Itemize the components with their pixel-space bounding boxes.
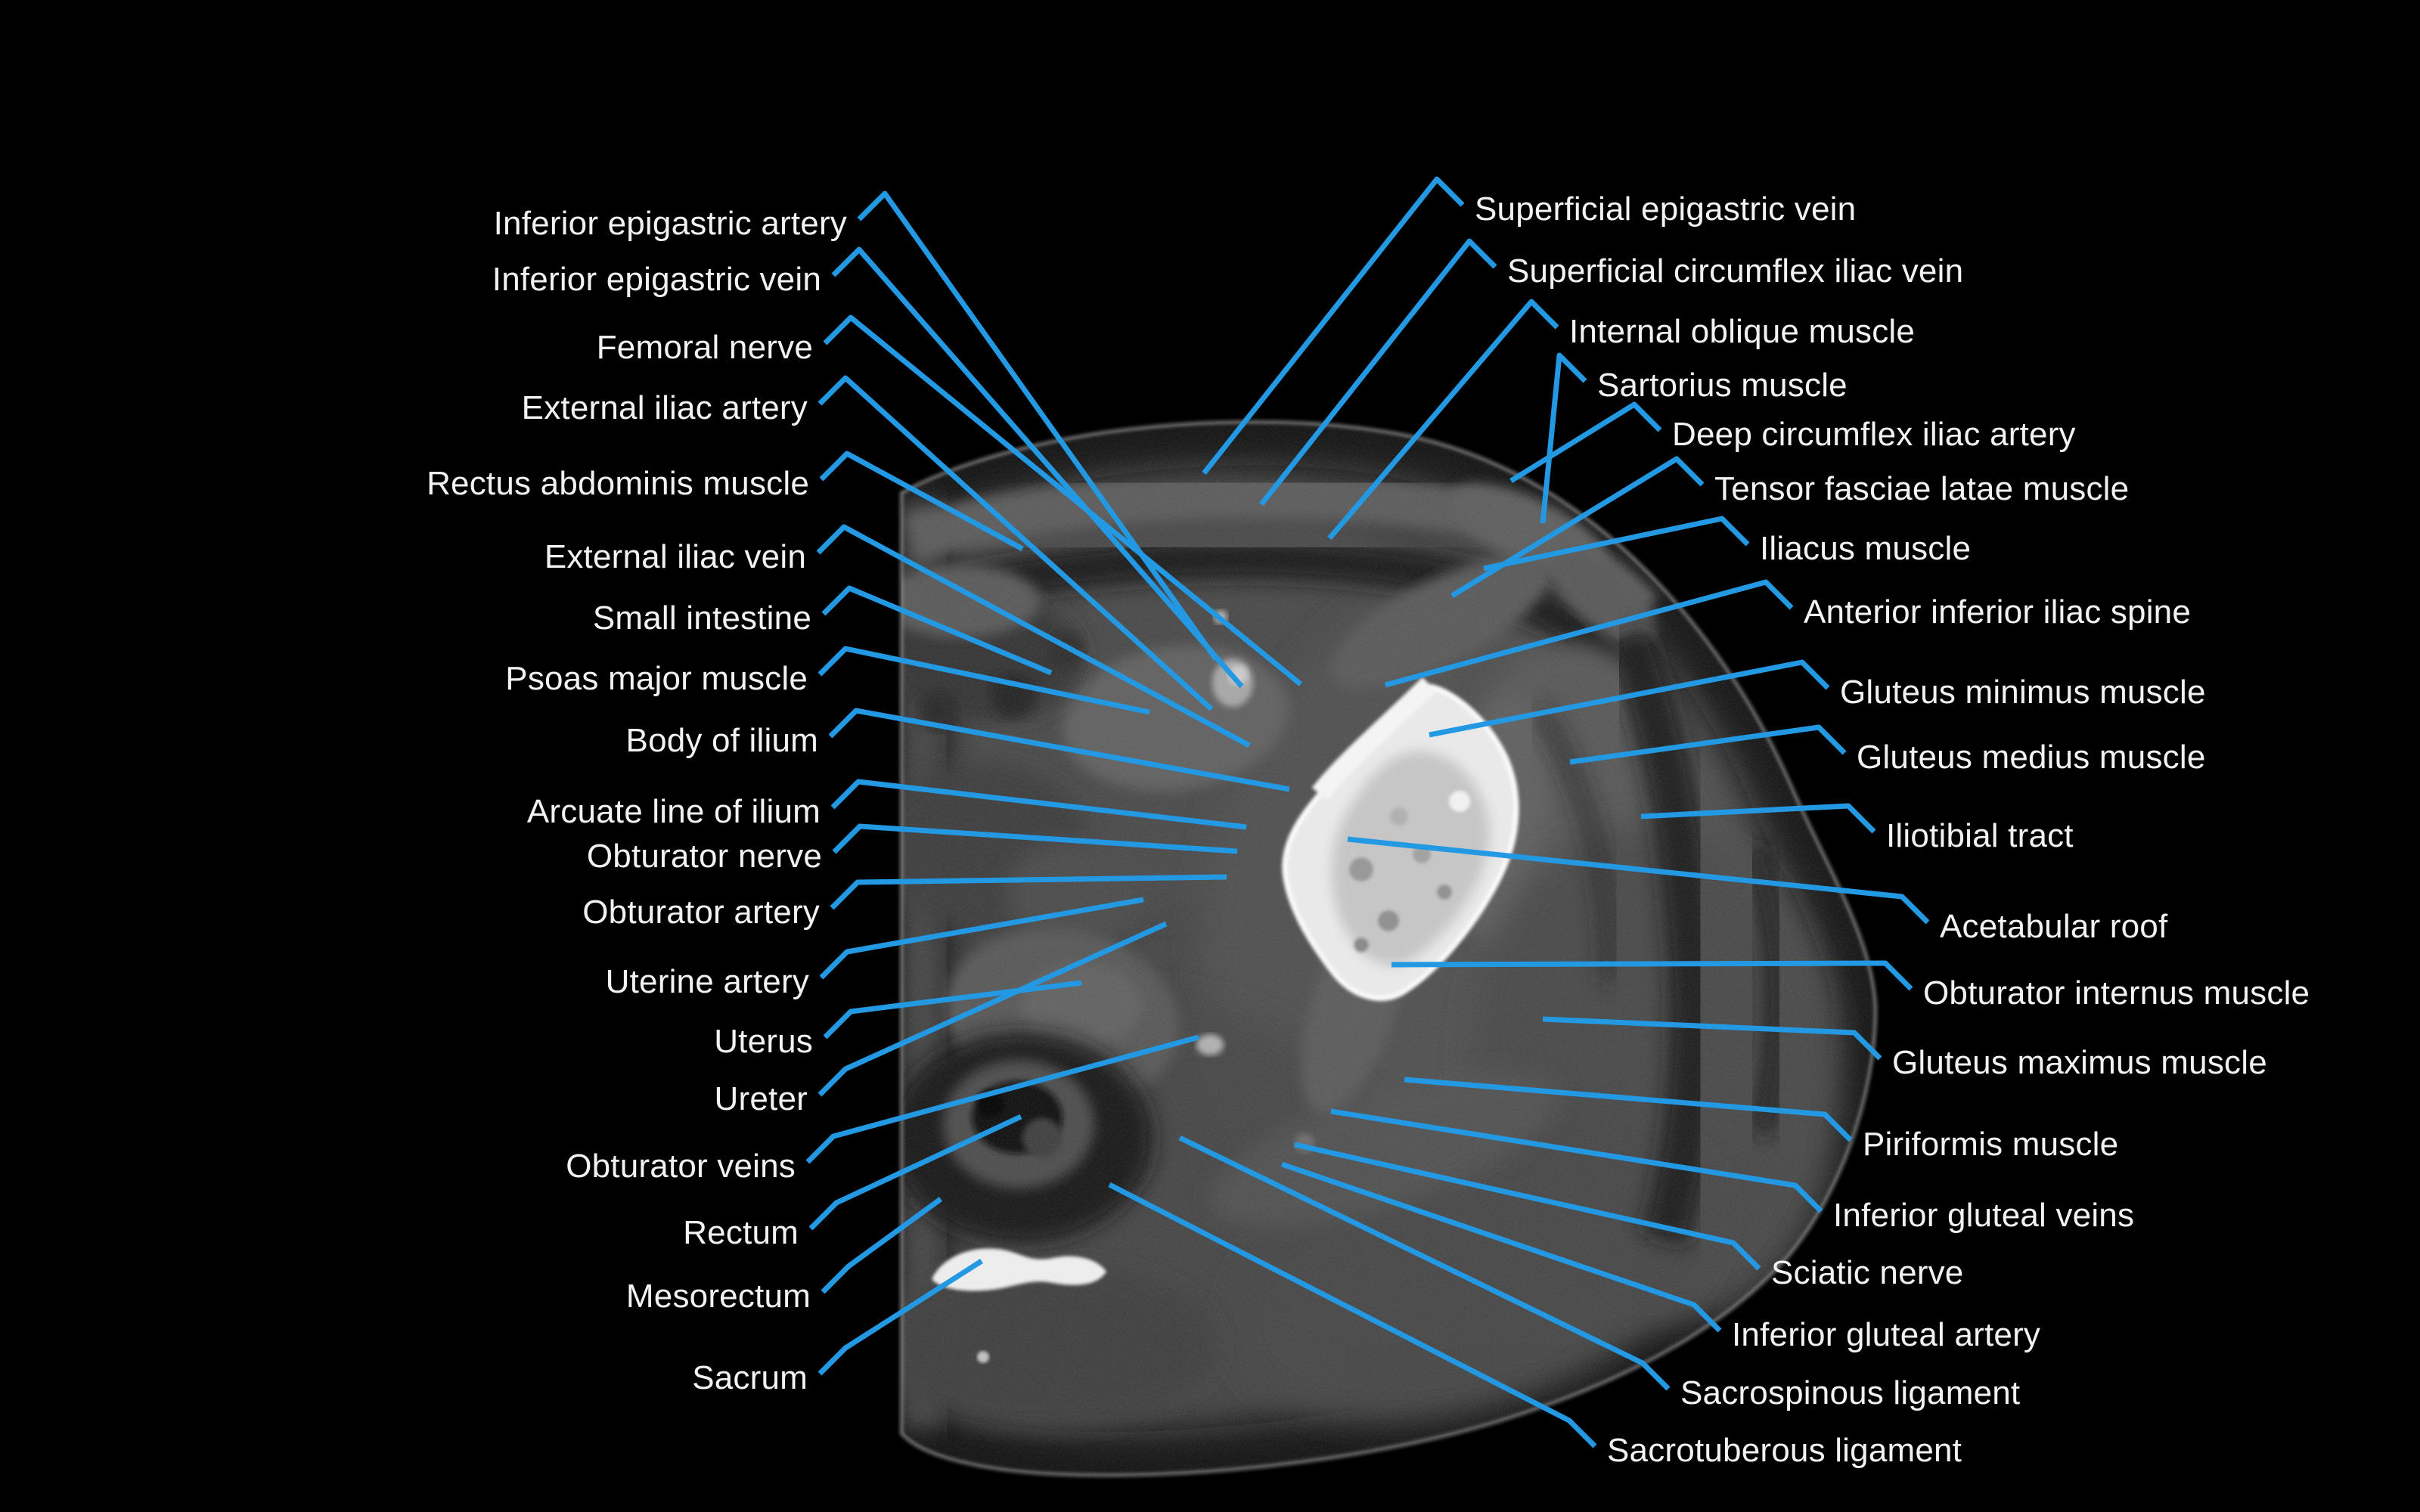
- leader-anterior-inferior-iliac-spine: [1385, 579, 1794, 688]
- label-obturator-internus-muscle: Obturator internus muscle: [1923, 974, 2310, 1012]
- leader-small-intestine: [821, 585, 1053, 676]
- label-uterine-artery: Uterine artery: [605, 963, 809, 1000]
- label-gluteus-minimus-muscle: Gluteus minimus muscle: [1840, 674, 2206, 711]
- label-obturator-veins: Obturator veins: [566, 1148, 796, 1185]
- label-mesorectum: Mesorectum: [625, 1278, 811, 1315]
- label-psoas-major-muscle: Psoas major muscle: [505, 660, 808, 697]
- leader-piriformis-muscle: [1404, 1077, 1853, 1142]
- leader-inferior-gluteal-artery: [1280, 1161, 1722, 1333]
- label-inferior-gluteal-artery: Inferior gluteal artery: [1732, 1316, 2041, 1353]
- label-inferior-gluteal-veins: Inferior gluteal veins: [1833, 1197, 2135, 1234]
- label-tensor-fasciae-latae-muscle: Tensor fasciae latae muscle: [1714, 470, 2130, 507]
- leader-gluteus-maximus-muscle: [1542, 1016, 1882, 1061]
- leader-gluteus-minimus-muscle: [1429, 659, 1830, 738]
- label-rectum: Rectum: [683, 1214, 799, 1251]
- leader-sciatic-nerve: [1294, 1142, 1761, 1271]
- leader-iliacus-muscle: [1483, 516, 1750, 572]
- leader-sacrospinous-ligament: [1178, 1135, 1671, 1391]
- label-deep-circumflex-iliac-artery: Deep circumflex iliac artery: [1672, 416, 2076, 453]
- label-iliotibial-tract: Iliotibial tract: [1886, 817, 2074, 854]
- label-obturator-nerve: Obturator nerve: [586, 838, 822, 875]
- leader-obturator-nerve: [832, 823, 1238, 854]
- leader-femoral-nerve: [823, 314, 1303, 686]
- label-superficial-circumflex-iliac-vein: Superficial circumflex iliac vein: [1507, 253, 1964, 290]
- label-obturator-artery: Obturator artery: [582, 894, 820, 931]
- label-sacrotuberous-ligament: Sacrotuberous ligament: [1607, 1432, 1962, 1469]
- leader-inferior-gluteal-veins: [1330, 1108, 1823, 1213]
- leader-mesorectum: [821, 1197, 943, 1294]
- label-iliacus-muscle: Iliacus muscle: [1760, 530, 1972, 567]
- leader-rectum: [808, 1114, 1022, 1231]
- leader-sacrotuberous-ligament: [1108, 1182, 1597, 1448]
- leader-obturator-artery: [830, 874, 1227, 910]
- label-inferior-epigastric-artery: Inferior epigastric artery: [493, 205, 847, 242]
- leader-uterus: [823, 980, 1082, 1040]
- label-femoral-nerve: Femoral nerve: [596, 329, 813, 366]
- label-sciatic-nerve: Sciatic nerve: [1771, 1254, 1964, 1291]
- label-acetabular-roof: Acetabular roof: [1940, 908, 2168, 945]
- label-sacrum: Sacrum: [692, 1359, 808, 1396]
- label-external-iliac-artery: External iliac artery: [521, 389, 808, 426]
- leader-obturator-internus-muscle: [1391, 960, 1913, 991]
- label-gluteus-maximus-muscle: Gluteus maximus muscle: [1892, 1044, 2267, 1081]
- label-piriformis-muscle: Piriformis muscle: [1863, 1126, 2119, 1163]
- leader-superficial-circumflex-iliac-vein: [1259, 238, 1497, 507]
- label-gluteus-medius-muscle: Gluteus medius muscle: [1857, 739, 2206, 776]
- label-sartorius-muscle: Sartorius muscle: [1597, 367, 1848, 404]
- label-ureter: Ureter: [714, 1080, 808, 1117]
- label-inferior-epigastric-vein: Inferior epigastric vein: [492, 261, 821, 298]
- label-internal-oblique-muscle: Internal oblique muscle: [1569, 313, 1916, 350]
- leader-sartorius-muscle: [1540, 352, 1587, 524]
- leader-gluteus-medius-muscle: [1569, 724, 1847, 765]
- label-external-iliac-vein: External iliac vein: [544, 538, 806, 575]
- label-body-of-ilium: Body of ilium: [625, 722, 818, 759]
- label-small-intestine: Small intestine: [592, 600, 811, 637]
- leader-iliotibial-tract: [1640, 803, 1876, 834]
- label-rectus-abdominis-muscle: Rectus abdominis muscle: [427, 465, 809, 502]
- label-anterior-inferior-iliac-spine: Anterior inferior iliac spine: [1804, 593, 2192, 631]
- leader-internal-oblique-muscle: [1327, 299, 1559, 541]
- leader-external-iliac-artery: [818, 375, 1214, 711]
- leader-rectus-abdominis-muscle: [819, 451, 1024, 552]
- leader-obturator-veins: [805, 1034, 1199, 1164]
- leader-tensor-fasciae-latae-muscle: [1450, 456, 1705, 598]
- label-superficial-epigastric-vein: Superficial epigastric vein: [1475, 191, 1857, 228]
- leader-external-iliac-vein: [816, 524, 1251, 748]
- leader-superficial-epigastric-vein: [1202, 176, 1465, 476]
- leader-arcuate-line-of-ilium: [830, 779, 1247, 830]
- leader-uterine-artery: [819, 897, 1144, 980]
- leader-deep-circumflex-iliac-artery: [1509, 401, 1662, 483]
- leader-acetabular-roof: [1347, 836, 1930, 925]
- label-uterus: Uterus: [714, 1023, 813, 1060]
- leader-ureter: [818, 921, 1168, 1097]
- leader-inferior-epigastric-vein: [831, 246, 1244, 689]
- label-sacrospinous-ligament: Sacrospinous ligament: [1680, 1374, 2021, 1411]
- leader-sacrum: [818, 1259, 983, 1376]
- leader-inferior-epigastric-artery: [857, 191, 1218, 662]
- label-arcuate-line-of-ilium: Arcuate line of ilium: [526, 793, 821, 830]
- leader-psoas-major-muscle: [818, 646, 1150, 715]
- leader-body-of-ilium: [828, 708, 1290, 792]
